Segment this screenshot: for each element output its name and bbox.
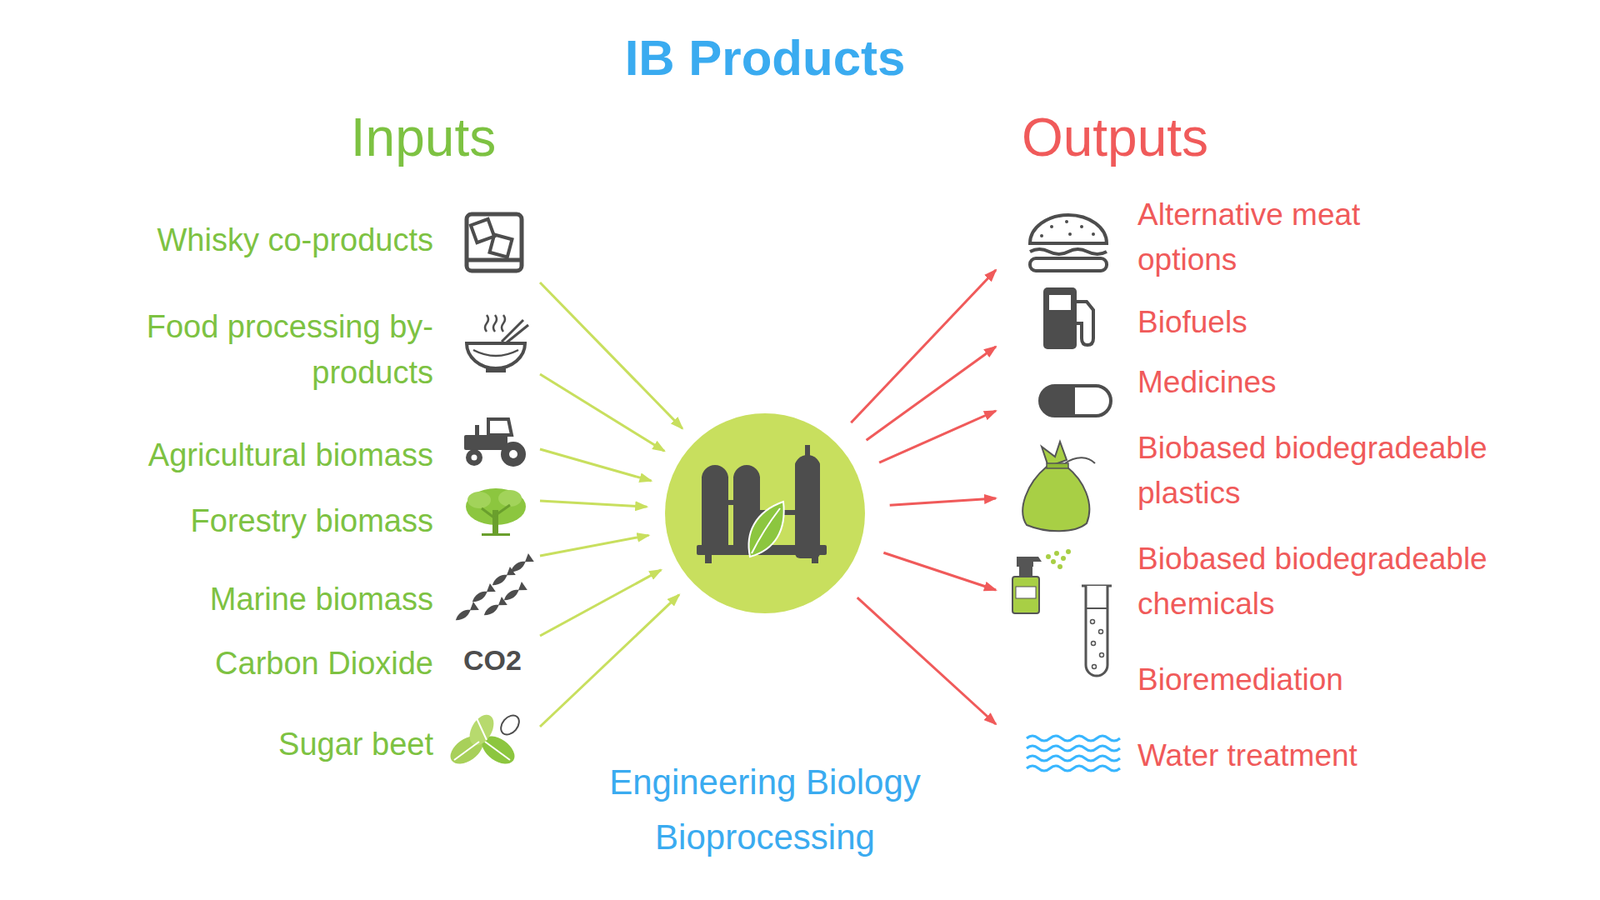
spray-bottle-icon bbox=[1012, 549, 1071, 614]
icon-label: CO2 bbox=[463, 643, 522, 678]
sugar-beet-leaves-icon bbox=[445, 710, 524, 770]
tractor-icon bbox=[464, 419, 526, 467]
fuel-pump-icon bbox=[1043, 287, 1094, 350]
input-label: Marine biomass bbox=[210, 576, 434, 623]
output-arrow bbox=[879, 410, 996, 463]
process-hub: Engineering Biology Bioprocessing bbox=[665, 413, 865, 614]
input-arrow bbox=[540, 374, 665, 451]
test-tube-icon bbox=[1081, 585, 1112, 676]
output-label: Biobased biodegradeable chemicals bbox=[1137, 536, 1538, 626]
output-item: Biofuels bbox=[1000, 300, 1248, 345]
output-arrow bbox=[857, 597, 996, 725]
input-label: Whisky co-products bbox=[156, 217, 434, 264]
input-arrow bbox=[540, 570, 661, 636]
tree-icon bbox=[465, 488, 526, 536]
input-label: Food processing by-products bbox=[100, 304, 434, 396]
output-label: Water treatment bbox=[1137, 733, 1358, 779]
input-arrow bbox=[540, 535, 649, 556]
output-label: Bioremediation bbox=[1137, 657, 1344, 703]
input-label: Carbon Dioxide bbox=[215, 640, 434, 687]
fish-school-icon bbox=[452, 553, 534, 625]
hub-disc bbox=[665, 413, 865, 614]
water-waves-icon bbox=[1026, 735, 1120, 771]
output-item: Bioremediation bbox=[1000, 657, 1344, 703]
input-item: Marine biomass bbox=[210, 576, 534, 623]
input-arrow bbox=[540, 595, 680, 727]
column-heading: Outputs bbox=[1021, 105, 1209, 170]
input-label: Forestry biomass bbox=[190, 498, 434, 545]
input-item: Forestry biomass bbox=[190, 498, 534, 545]
input-arrow bbox=[540, 500, 647, 507]
output-label: Biobased biodegradeable plastics bbox=[1137, 425, 1538, 515]
noodle-bowl-icon bbox=[466, 315, 529, 373]
burger-icon bbox=[1030, 215, 1107, 271]
output-item: Biobased biodegradeable chemicals bbox=[1000, 536, 1538, 626]
output-label: Medicines bbox=[1137, 360, 1277, 405]
output-arrow bbox=[890, 498, 996, 505]
output-arrow bbox=[883, 552, 996, 590]
output-item: Medicines bbox=[1000, 360, 1277, 405]
output-arrow bbox=[866, 346, 996, 440]
input-label: Agricultural biomass bbox=[148, 432, 434, 479]
input-item: Food processing by-products bbox=[100, 304, 534, 396]
input-item: Carbon Dioxide bbox=[215, 640, 534, 687]
pill-icon bbox=[1040, 385, 1111, 416]
bag-icon bbox=[1022, 441, 1095, 531]
output-label: Biofuels bbox=[1137, 300, 1248, 345]
factory-icon bbox=[696, 445, 827, 564]
diagram-title: IB Products bbox=[625, 28, 906, 89]
output-item: Biobased biodegradeable plastics bbox=[1000, 425, 1538, 515]
output-label: Alternative meat options bbox=[1137, 192, 1421, 282]
output-item: Alternative meat options bbox=[1000, 192, 1421, 282]
input-item: Sugar beet bbox=[278, 721, 534, 768]
input-item: Whisky co-products bbox=[156, 217, 534, 264]
hub-illustration bbox=[665, 413, 865, 614]
column-heading: Inputs bbox=[350, 105, 496, 170]
output-item: Water treatment bbox=[1000, 733, 1358, 779]
hub-caption: Engineering Biology Bioprocessing bbox=[573, 755, 957, 865]
input-label: Sugar beet bbox=[278, 721, 434, 768]
leaf-icon bbox=[749, 501, 785, 557]
input-arrow bbox=[540, 282, 683, 429]
whisky-glass-icon bbox=[466, 214, 522, 271]
input-item: Agricultural biomass bbox=[148, 432, 534, 479]
input-arrow bbox=[540, 449, 651, 481]
